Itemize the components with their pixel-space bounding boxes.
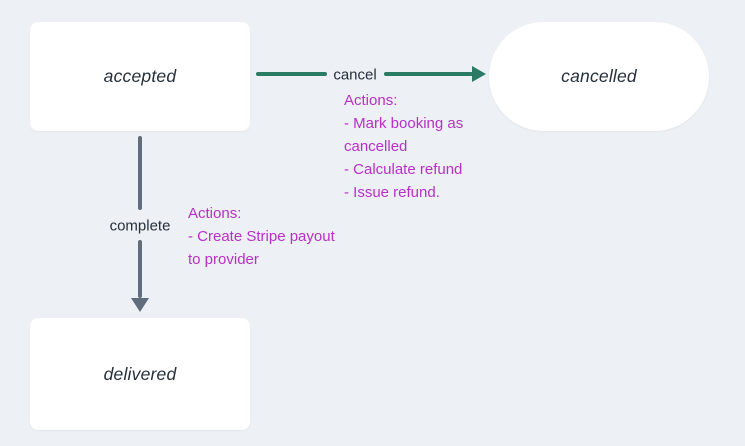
- complete-action-line: - Create Stripe payout: [188, 228, 335, 245]
- state-label-delivered: delivered: [103, 363, 177, 384]
- state-node-cancelled[interactable]: cancelled: [489, 22, 709, 131]
- transition-event-cancel[interactable]: cancel: [333, 66, 377, 84]
- state-node-delivered[interactable]: delivered: [30, 318, 250, 430]
- cancel-arrowhead-icon: [472, 66, 486, 82]
- state-label-cancelled: cancelled: [561, 66, 637, 86]
- complete-arrow-line-top: [138, 136, 142, 210]
- cancel-action-line: - Mark booking as: [344, 115, 464, 132]
- cancel-action-line: - Calculate refund: [344, 161, 463, 178]
- complete-action-line: to provider: [188, 251, 259, 268]
- state-label-accepted: accepted: [103, 66, 177, 86]
- complete-arrowhead-icon: [131, 298, 149, 312]
- cancel-arrow-line-right: [384, 72, 473, 76]
- cancel-action-line: cancelled: [344, 138, 408, 155]
- complete-actions-note: Actions: - Create Stripe payout to provi…: [188, 202, 335, 271]
- transition-event-complete[interactable]: complete: [109, 217, 171, 235]
- cancel-arrow-line-left: [256, 72, 327, 76]
- cancel-actions-title: Actions:: [344, 92, 398, 109]
- cancel-action-line: - Issue refund.: [344, 184, 440, 201]
- complete-actions-title: Actions:: [188, 205, 242, 222]
- cancel-actions-note: Actions: - Mark booking as cancelled - C…: [344, 89, 463, 204]
- state-node-accepted[interactable]: accepted: [30, 22, 250, 131]
- complete-arrow-line-bottom: [138, 240, 142, 298]
